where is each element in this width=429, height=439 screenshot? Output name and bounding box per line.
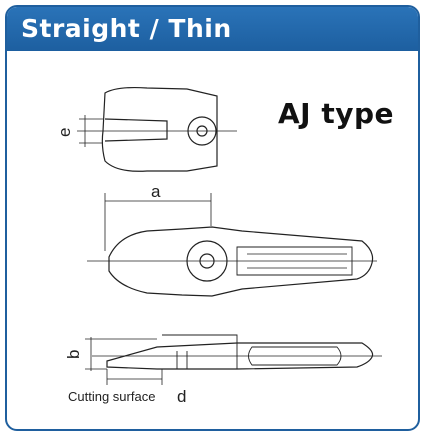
dimension-a-label: a: [151, 182, 161, 201]
dimension-d-label: d: [177, 387, 186, 406]
side-view-drawing: [87, 193, 377, 297]
product-card: Straight / Thin AJ type e: [5, 5, 420, 431]
card-content: AJ type e: [7, 51, 418, 429]
jaw-head-drawing: [77, 86, 237, 172]
card-header: Straight / Thin: [7, 7, 418, 51]
profile-view-drawing: [85, 334, 382, 385]
tool-diagram: e a: [55, 86, 382, 406]
model-type-label: AJ type: [277, 97, 394, 130]
cutting-surface-label: Cutting surface: [68, 389, 155, 404]
header-title: Straight / Thin: [21, 14, 232, 43]
dimension-b-label: b: [64, 350, 83, 359]
dimension-e-label: e: [55, 128, 74, 137]
